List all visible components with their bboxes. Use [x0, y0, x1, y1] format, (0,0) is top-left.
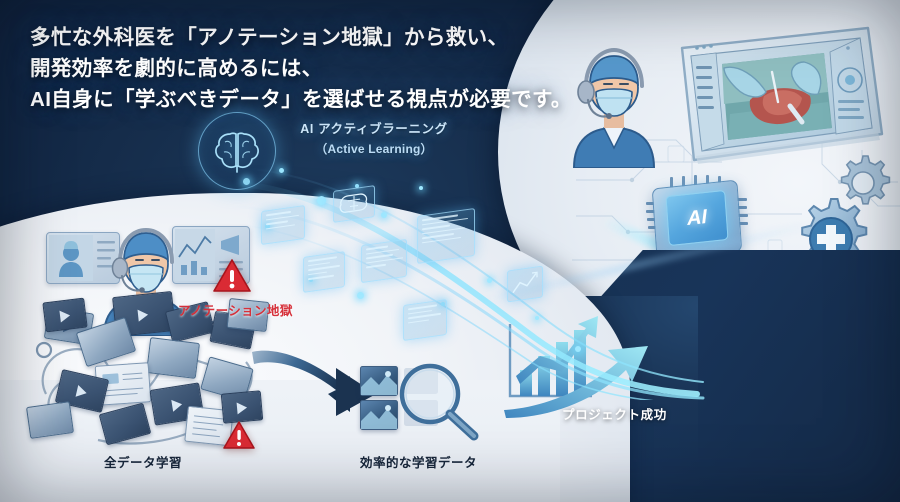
stream-dot	[279, 168, 284, 173]
brain-icon	[198, 112, 276, 190]
stream-dot	[535, 316, 539, 320]
stream-dot	[419, 186, 423, 190]
headline-line-1: 多忙な外科医を「アノテーション地獄」から救い、	[30, 26, 509, 49]
active-learning-label: AI アクティブラーニング （Active Learning）	[288, 118, 460, 157]
selected-data-card	[360, 400, 398, 430]
medical-cross-gear-icon	[801, 198, 868, 265]
stream-data-card	[261, 204, 305, 246]
active-learning-label-en: （Active Learning）	[315, 142, 433, 156]
selected-data-card	[360, 366, 398, 396]
pile-card-image	[25, 401, 75, 439]
left-screen-video-call	[46, 232, 120, 284]
surgeon-avatar-icon	[572, 47, 656, 168]
page-title: 多忙な外科医を「アノテーション地獄」から救い、 開発効率を劇的に高めるには、 A…	[30, 22, 572, 115]
pile-card-image	[145, 337, 201, 379]
stream-dot	[357, 292, 364, 299]
warning-triangle-icon	[212, 258, 252, 294]
caption-efficient-data: 効率的な学習データ	[360, 456, 478, 470]
chart-screen-content	[175, 229, 243, 281]
stream-dot	[309, 278, 313, 282]
stream-dot	[487, 278, 492, 283]
stream-data-card	[417, 207, 475, 265]
curved-arrow-icon	[252, 350, 376, 416]
project-success-label: プロジェクト成功	[562, 408, 667, 422]
stream-data-card	[361, 238, 407, 284]
magnifier-selection-group	[352, 358, 484, 450]
stream-dot	[265, 224, 270, 229]
stream-dot	[575, 346, 581, 352]
caption-all-data-training: 全データ学習	[104, 456, 183, 470]
annotation-data-pile	[25, 222, 288, 452]
headline-line-2: 開発効率を劇的に高めるには、	[30, 57, 323, 81]
annotation-hell-label: アノテーション地獄	[178, 304, 293, 318]
data-stream-group	[235, 150, 705, 400]
video-call-content	[49, 235, 115, 281]
gear-icon	[840, 155, 891, 205]
floating-thumbnail	[42, 297, 88, 333]
stream-data-card-brain	[333, 185, 375, 223]
stream-data-card-chart	[507, 265, 543, 303]
surgical-monitor-icon	[680, 26, 884, 164]
warning-triangle-icon	[222, 420, 256, 450]
stream-data-card	[303, 251, 345, 293]
stream-dot	[441, 302, 445, 306]
stream-dot	[317, 196, 326, 205]
stream-data-card	[403, 298, 447, 342]
headline-line-3: AI自身に「学ぶべきデータ」を選ばせる視点が必要です。	[30, 88, 572, 112]
active-learning-label-ja: AI アクティブラーニング	[300, 122, 448, 136]
stream-dot	[381, 212, 387, 218]
stream-dot	[355, 184, 359, 188]
stream-light-trails	[235, 167, 705, 400]
magnifier-icon	[399, 363, 479, 441]
